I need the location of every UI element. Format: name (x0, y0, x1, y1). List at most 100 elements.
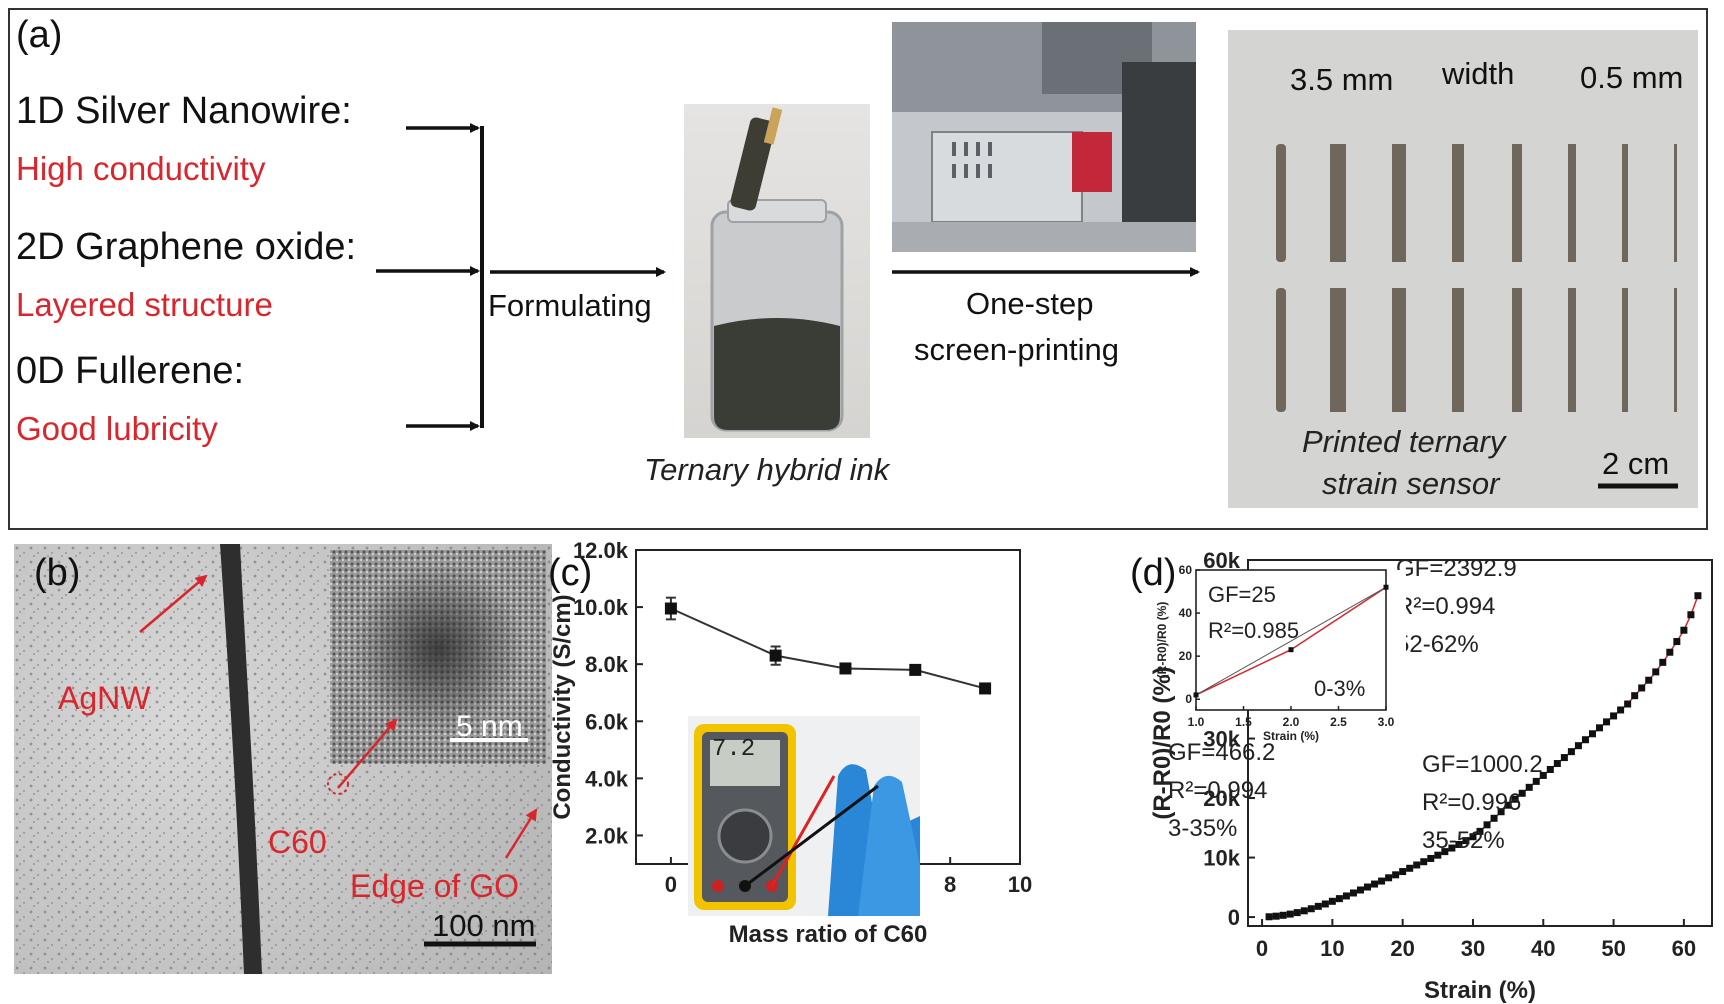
printed-strips-illustration (1276, 144, 1678, 489)
inset-gf: GF=25 (1208, 582, 1276, 607)
c60-label: C60 (268, 824, 327, 860)
data-point-d (1617, 706, 1625, 714)
data-point-d (1673, 638, 1681, 646)
panel-c-label: (c) (548, 552, 593, 594)
data-point-d (1652, 668, 1660, 676)
inset-data-point (1288, 647, 1294, 653)
data-point-d (1300, 907, 1308, 915)
printing-label-line1: One-step (966, 286, 1094, 321)
data-point-d (1378, 877, 1386, 885)
data-point-d (1448, 844, 1456, 852)
inset-x-tick-label: 3.0 (1378, 715, 1395, 729)
data-point-d (1286, 910, 1294, 918)
data-point-d (1371, 880, 1379, 888)
data-point-d (1293, 909, 1301, 917)
y-tick-label-c: 4.0k (585, 766, 629, 791)
x-tick-label-d: 10 (1320, 936, 1344, 961)
x-tick-label-c: 8 (944, 872, 956, 897)
annotation-r2-d: R²=0.994 (1396, 593, 1495, 620)
data-point-d (1476, 827, 1484, 835)
data-point-d (1385, 874, 1393, 882)
multimeter-photo (688, 716, 920, 916)
inset-range: 0-3% (1314, 676, 1365, 701)
data-point-d (1694, 592, 1702, 600)
series-line-c (670, 607, 986, 690)
annotation-range-d: 52-62% (1396, 631, 1479, 658)
x-tick-label-d: 40 (1531, 936, 1555, 961)
inset-x-tick-label: 2.0 (1283, 715, 1300, 729)
property-layered-structure: Layered structure (16, 286, 273, 323)
data-point-d (1427, 854, 1435, 862)
y-tick-label-c: 10.0k (573, 595, 629, 620)
screen-printer-photo (892, 22, 1196, 252)
data-point-d (1413, 861, 1421, 869)
data-point-d (1532, 777, 1540, 785)
data-point-d (1434, 851, 1442, 859)
data-point-d (1666, 648, 1674, 656)
formulating-label: Formulating (488, 288, 652, 323)
data-point-d (1272, 912, 1280, 920)
data-point-c (839, 662, 852, 675)
y-tick-label-d: 20k (1203, 786, 1240, 811)
data-point-d (1631, 692, 1639, 700)
edge-of-go-label: Edge of GO (350, 868, 519, 904)
inset-linear-fit (1195, 586, 1387, 696)
data-point-d (1321, 900, 1329, 908)
material-silver-nanowire: 1D Silver Nanowire: (16, 90, 352, 132)
x-tick-label-c: 10 (1008, 872, 1032, 897)
inset-y-tick-label: 0 (1185, 692, 1192, 706)
y-tick-label-d: 60k (1203, 548, 1240, 573)
width-start-label: 3.5 mm (1290, 62, 1394, 97)
data-point-c (769, 649, 782, 662)
property-good-lubricity: Good lubricity (16, 410, 218, 447)
data-point-d (1560, 754, 1568, 762)
tem-illustration (14, 544, 552, 974)
printed-sensor-photo (1228, 30, 1698, 508)
ink-caption: Ternary hybrid ink (644, 452, 890, 487)
data-point-d (1525, 783, 1533, 791)
x-tick-label-d: 20 (1390, 936, 1414, 961)
data-point-c (979, 682, 992, 695)
width-label: width (1442, 56, 1515, 91)
data-point-d (1588, 730, 1596, 738)
data-point-d (1645, 676, 1653, 684)
data-point-d (1349, 889, 1357, 897)
data-point-d (1392, 871, 1400, 879)
y-tick-label-d: 10k (1203, 846, 1240, 871)
data-point-d (1406, 864, 1414, 872)
data-point-d (1307, 905, 1315, 913)
inset-y-axis-label: (R-R0)/R0 (%) (1155, 602, 1169, 679)
annotation-range-d: 35-52% (1422, 827, 1505, 854)
sensor-caption-line1: Printed ternary (1302, 424, 1506, 459)
inset-x-tick-label: 2.5 (1330, 715, 1347, 729)
data-point-c (664, 602, 677, 615)
annotation-gf-d: GF=1000.2 (1422, 751, 1543, 778)
x-tick-label-d: 0 (1256, 936, 1268, 961)
inset-x-tick-label: 1.0 (1188, 715, 1205, 729)
inset-x-axis-label: Strain (%) (1263, 729, 1319, 743)
data-point-d (1574, 742, 1582, 750)
y-tick-label-d: 30k (1203, 727, 1240, 752)
screen-printer-illustration (892, 22, 1196, 252)
y-axis-label-c: Conductivity (S/cm) (549, 594, 576, 819)
data-point-d (1469, 833, 1477, 841)
data-point-d (1518, 789, 1526, 797)
data-point-d (1265, 913, 1273, 921)
y-tick-label-c: 6.0k (585, 709, 629, 734)
data-point-d (1680, 626, 1688, 634)
annotation-r2-d: R²=0.994 (1168, 777, 1267, 804)
y-tick-label-c: 2.0k (585, 823, 629, 848)
data-point-d (1511, 795, 1519, 803)
width-end-label: 0.5 mm (1580, 60, 1684, 95)
data-point-d (1603, 718, 1611, 726)
data-point-d (1399, 868, 1407, 876)
annotation-gf-d: GF=2392.9 (1396, 555, 1517, 582)
data-point-d (1328, 897, 1336, 905)
annotation-range-d: 3-35% (1168, 815, 1237, 842)
data-point-d (1687, 611, 1695, 619)
y-tick-label-d: 0 (1228, 905, 1240, 930)
data-point-d (1356, 886, 1364, 894)
data-point-c (909, 663, 922, 676)
x-tick-label-d: 60 (1672, 936, 1696, 961)
data-point-d (1596, 724, 1604, 732)
